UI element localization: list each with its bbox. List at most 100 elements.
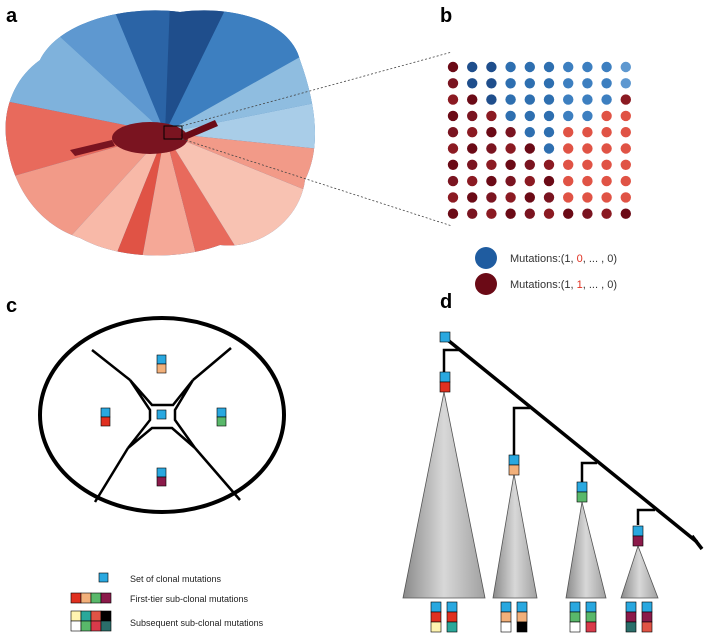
subclone-cone-4 xyxy=(620,544,659,599)
mutation-dot xyxy=(486,94,497,105)
mutation-dot xyxy=(467,159,478,170)
mutation-dot xyxy=(601,94,612,105)
mutation-dot xyxy=(505,175,516,187)
mutation-dot xyxy=(486,143,497,154)
mutation-dot xyxy=(563,143,574,154)
mutation-dot xyxy=(447,159,459,170)
mutation-dot xyxy=(505,61,516,73)
mutation-dot xyxy=(467,110,478,122)
mutation-dot xyxy=(467,175,478,187)
mutation-dot xyxy=(467,208,478,219)
mutation-dot xyxy=(582,61,593,73)
mutation-dot xyxy=(505,143,516,154)
mutation-dot xyxy=(486,159,497,170)
mutation-dot xyxy=(543,159,555,170)
mutation-dot xyxy=(524,127,535,138)
mutation-dot xyxy=(447,94,459,105)
mutation-dot xyxy=(563,110,574,122)
mutation-dot xyxy=(563,127,574,138)
center-clonal-square xyxy=(156,409,167,420)
mutation-dot xyxy=(543,61,555,73)
mutation-dot xyxy=(524,61,535,73)
mutation-dot xyxy=(601,78,612,89)
mutation-dot xyxy=(620,78,631,89)
mutation-dot xyxy=(601,143,612,154)
zoom-line-top xyxy=(181,51,453,127)
mutation-dot xyxy=(582,110,593,122)
right-region-squares xyxy=(216,407,227,427)
mutation-dot xyxy=(524,159,535,170)
mutation-dot xyxy=(601,61,612,73)
mutation-dot xyxy=(582,208,593,219)
mutation-dot xyxy=(543,127,555,138)
legend-red-text: Mutations:(1, 1, ... , 0) xyxy=(510,279,617,291)
mutation-dot xyxy=(447,143,459,154)
mutation-dot xyxy=(467,61,478,73)
mutation-dot xyxy=(620,94,631,105)
mutation-dot xyxy=(467,127,478,138)
mutation-dot xyxy=(543,94,555,105)
mutation-dot xyxy=(620,159,631,170)
mutation-dot xyxy=(543,143,555,154)
zoom-line-bottom xyxy=(181,138,453,227)
mutation-dot xyxy=(467,78,478,89)
left-region-squares xyxy=(100,407,111,427)
mutation-dot xyxy=(543,192,555,203)
mutation-dot xyxy=(524,94,535,105)
mutation-dot xyxy=(447,78,459,89)
mutation-dot xyxy=(582,175,593,187)
mutation-dot xyxy=(505,208,516,219)
mutation-dot xyxy=(447,127,459,138)
mutation-dot xyxy=(447,208,459,219)
mutation-dot xyxy=(447,175,459,187)
subclone-cone-2 xyxy=(492,473,538,599)
mutation-dot xyxy=(582,159,593,170)
node-1 xyxy=(439,371,451,393)
mutation-dot xyxy=(601,192,612,203)
mutation-dot xyxy=(601,127,612,138)
mutation-dot xyxy=(486,192,497,203)
mutation-dot xyxy=(543,110,555,122)
legend-subsequent-text: Subsequent sub-clonal mutations xyxy=(130,618,264,628)
mutation-dot xyxy=(563,61,574,73)
outer-ellipse xyxy=(38,316,286,514)
panel-label-a: a xyxy=(6,5,18,27)
mutation-dot xyxy=(486,127,497,138)
mutation-dot xyxy=(505,127,516,138)
mutation-dot xyxy=(447,61,459,73)
root-clonal-node xyxy=(439,331,451,343)
mutation-dot xyxy=(582,78,593,89)
mutation-dot xyxy=(467,94,478,105)
phylogenetic-tree xyxy=(402,331,704,633)
panel-label-d: d xyxy=(440,291,452,313)
mutation-dot xyxy=(524,208,535,219)
zoom-region-box xyxy=(163,125,183,140)
mutation-dot xyxy=(601,159,612,170)
node-4 xyxy=(632,525,644,547)
mutation-dot xyxy=(582,127,593,138)
subclone-cone-3 xyxy=(565,501,607,599)
mutation-dot xyxy=(620,192,631,203)
mutation-dot xyxy=(505,94,516,105)
mutation-dot xyxy=(524,78,535,89)
mutation-dot xyxy=(447,192,459,203)
mutation-dot xyxy=(505,78,516,89)
panel-label-b: b xyxy=(440,5,452,27)
mutation-dot xyxy=(620,175,631,187)
bottom-region-squares xyxy=(156,467,167,487)
mutation-dot xyxy=(601,110,612,122)
legend-blue-dot xyxy=(475,247,497,269)
mutation-dot xyxy=(505,159,516,170)
mutation-dot xyxy=(543,78,555,89)
mutation-dot xyxy=(601,208,612,219)
mutation-dot xyxy=(563,78,574,89)
mutation-dot xyxy=(563,94,574,105)
leaf-stacks xyxy=(430,601,653,633)
node-3 xyxy=(576,481,588,503)
mutation-dot xyxy=(620,208,631,219)
mutation-dot xyxy=(447,110,459,122)
mutation-dot xyxy=(524,192,535,203)
mutation-dot xyxy=(563,192,574,203)
mutation-dot xyxy=(620,127,631,138)
mutation-dot xyxy=(601,175,612,187)
